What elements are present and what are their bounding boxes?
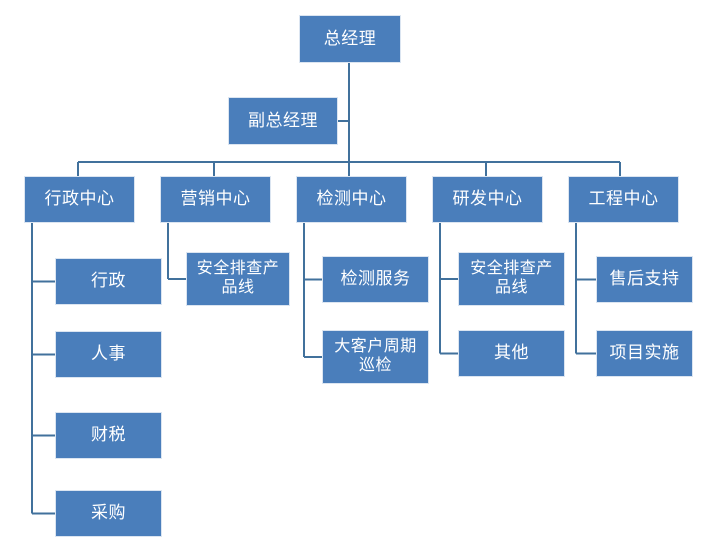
node-safety-inspection-product-line-rd-label: 安全排查产品线	[470, 260, 553, 296]
node-key-account-periodic-inspection-label: 大客户周期巡检	[334, 338, 417, 374]
node-general-manager-label: 总经理	[323, 28, 377, 48]
node-engineering-center-label: 工程中心	[588, 189, 659, 209]
node-safety-inspection-product-line-rd[interactable]: 安全排查产品线	[458, 252, 565, 306]
node-other-dept[interactable]: 其他	[458, 330, 565, 377]
node-testing-center[interactable]: 检测中心	[296, 176, 407, 223]
node-after-sales-support-label: 售后支持	[609, 269, 680, 289]
node-admin-dept[interactable]: 行政	[55, 258, 162, 305]
node-safety-inspection-product-line-marketing-label: 安全排查产品线	[196, 260, 280, 296]
node-testing-service[interactable]: 检测服务	[322, 256, 429, 303]
node-rd-center-label: 研发中心	[452, 189, 523, 209]
node-finance-tax-dept[interactable]: 财税	[55, 412, 162, 459]
node-hr-dept-label: 人事	[91, 344, 126, 364]
node-safety-inspection-product-line-marketing[interactable]: 安全排查产品线	[186, 252, 290, 306]
node-general-manager[interactable]: 总经理	[299, 15, 401, 63]
node-admin-dept-label: 行政	[91, 271, 126, 291]
node-admin-center-label: 行政中心	[44, 189, 115, 209]
node-procurement-dept[interactable]: 采购	[55, 490, 162, 537]
node-procurement-dept-label: 采购	[91, 503, 126, 523]
node-testing-center-label: 检测中心	[316, 189, 387, 209]
node-hr-dept[interactable]: 人事	[55, 331, 162, 378]
node-testing-service-label: 检测服务	[340, 269, 411, 289]
node-deputy-general-manager-label: 副总经理	[248, 110, 318, 130]
node-deputy-general-manager[interactable]: 副总经理	[228, 97, 338, 145]
node-finance-tax-dept-label: 财税	[91, 425, 126, 445]
node-other-dept-label: 其他	[494, 343, 529, 363]
node-after-sales-support[interactable]: 售后支持	[596, 256, 693, 303]
node-admin-center[interactable]: 行政中心	[24, 176, 135, 223]
node-marketing-center-label: 营销中心	[180, 189, 251, 209]
node-project-implementation[interactable]: 项目实施	[596, 330, 693, 377]
node-marketing-center[interactable]: 营销中心	[160, 176, 271, 223]
node-engineering-center[interactable]: 工程中心	[568, 176, 679, 223]
node-project-implementation-label: 项目实施	[609, 343, 680, 363]
node-rd-center[interactable]: 研发中心	[432, 176, 543, 223]
node-key-account-periodic-inspection[interactable]: 大客户周期巡检	[322, 330, 429, 384]
